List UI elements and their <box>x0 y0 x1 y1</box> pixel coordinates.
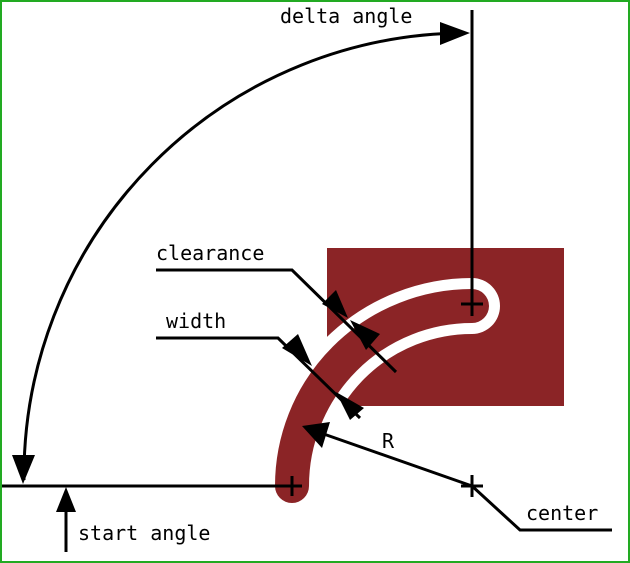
arc-trace <box>275 289 489 503</box>
end-point-cross-icon <box>461 294 483 316</box>
clearance-arrowhead-inner <box>350 320 380 350</box>
radius-leader-line <box>317 430 473 488</box>
width-label: width <box>166 309 226 333</box>
radius-label: R <box>382 429 395 453</box>
start-angle-label: start angle <box>78 521 210 545</box>
width-arrowhead-inner <box>336 392 364 420</box>
width-leader-line <box>156 336 362 420</box>
delta-angle-arrowhead-bottom <box>12 455 35 484</box>
start-angle-arrowhead <box>56 487 76 512</box>
delta-angle-arrowhead-top <box>440 22 470 45</box>
radius-arrowhead <box>302 422 330 448</box>
width-arrowhead-outer <box>282 334 312 366</box>
delta-angle-label: delta angle <box>280 4 412 28</box>
start-point-cross-icon <box>282 476 302 496</box>
delta-angle-dimension-arc <box>22 31 466 481</box>
center-label: center <box>526 501 598 525</box>
center-leader-line <box>470 484 612 532</box>
clearance-arrowhead-outer <box>322 290 348 318</box>
clearance-label: clearance <box>156 241 264 265</box>
